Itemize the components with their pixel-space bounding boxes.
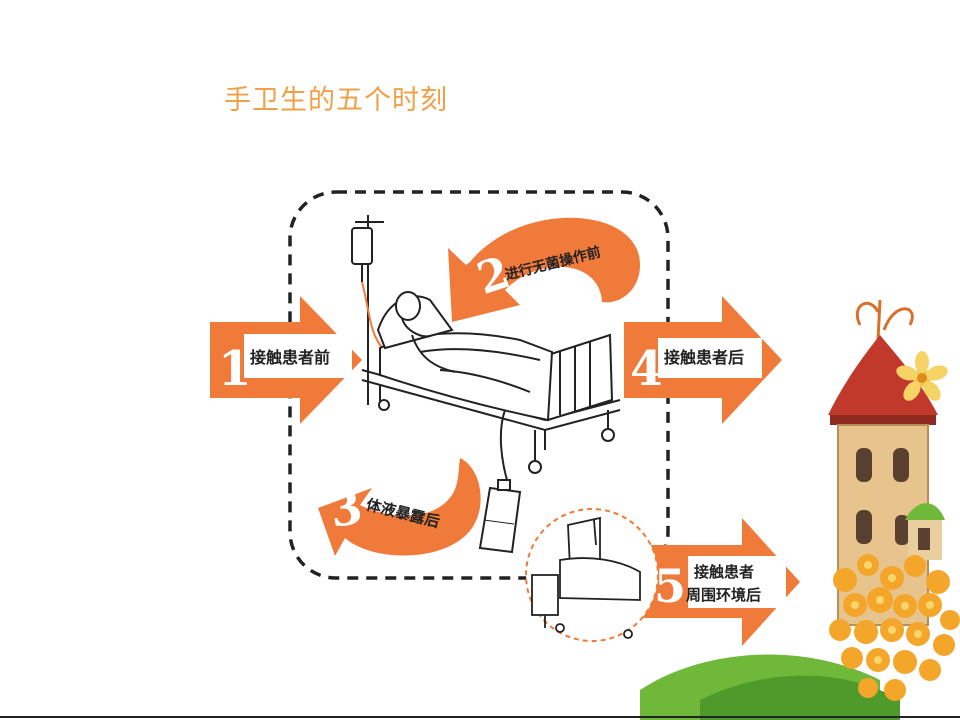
moment-5-label-line2: 周围环境后 xyxy=(686,586,761,604)
slide-title: 手卫生的五个时刻 xyxy=(224,85,448,116)
moment-5-label-line1: 接触患者 xyxy=(694,563,754,581)
moment-4-label: 接触患者后 xyxy=(664,348,744,367)
drain-bag-icon xyxy=(478,479,522,554)
patient-zone-dashed-border xyxy=(288,190,670,580)
slide-bottom-border xyxy=(0,716,960,718)
moment-5-number: 5 xyxy=(654,559,686,613)
moment-1-arrow xyxy=(210,296,362,424)
moment-3-arrow xyxy=(318,458,481,556)
moment-1-label: 接触患者前 xyxy=(250,348,330,367)
moment-5-arrow xyxy=(624,518,800,646)
moment-4-number: 4 xyxy=(630,341,663,397)
moment-4-arrow xyxy=(624,296,782,424)
moment-2-arrow xyxy=(448,217,640,322)
flower-decoration xyxy=(829,351,960,701)
moment-1-number: 1 xyxy=(218,341,251,397)
castle-decoration xyxy=(640,299,945,720)
empty-bed-icon xyxy=(531,516,641,639)
patient-bed-illustration xyxy=(351,215,621,491)
